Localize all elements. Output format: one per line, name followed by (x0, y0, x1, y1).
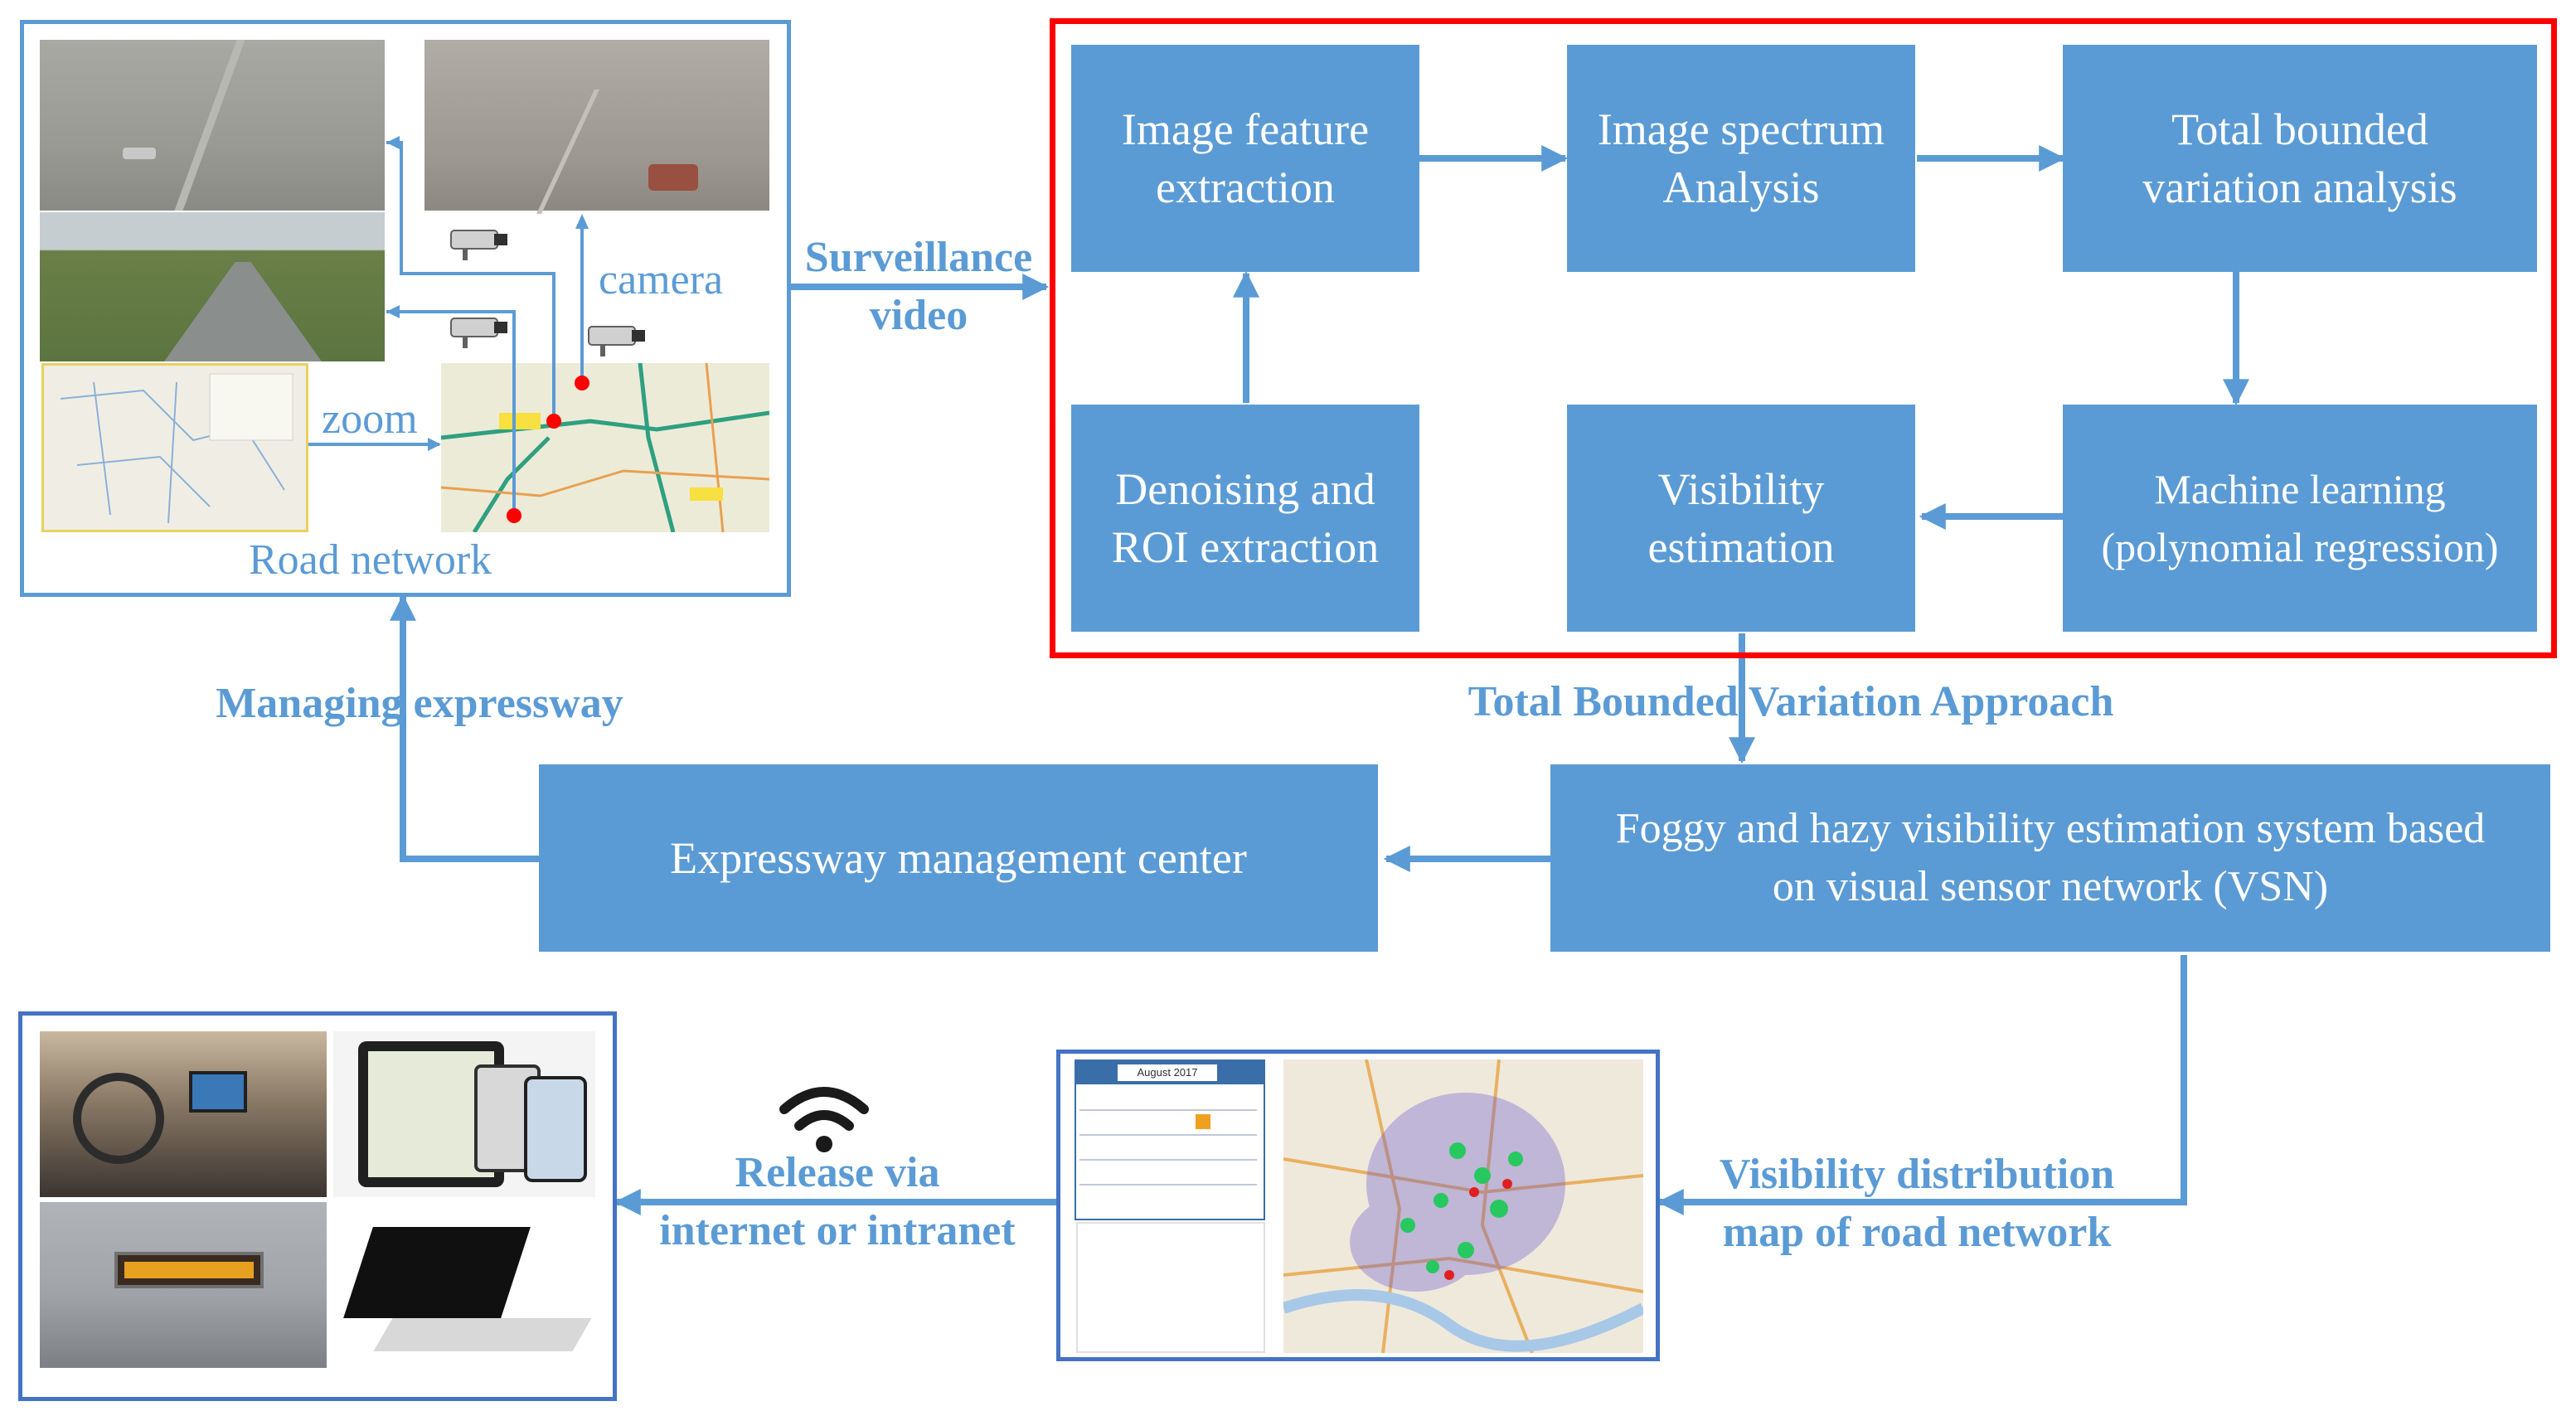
camera-icon (588, 326, 645, 356)
output-devices-panel (18, 1011, 617, 1401)
calendar-widget: August 2017 (1075, 1059, 1265, 1220)
road-sign-image (40, 1202, 327, 1368)
camera-icon (450, 230, 507, 260)
denoising-roi-extraction-box: Denoising and ROI extraction (1071, 405, 1419, 632)
camera-icon (450, 318, 507, 348)
total-bounded-variation-analysis-box: Total bounded variation analysis (2063, 45, 2537, 272)
zoom-label: zoom (322, 395, 418, 443)
province-map-thumbnail (41, 363, 308, 532)
fog-highway-image-1 (40, 40, 385, 211)
camera-marker (546, 414, 561, 429)
car-navigation-image (40, 1031, 327, 1197)
camera-marker (507, 508, 522, 523)
arrow-visibility-distribution (1657, 955, 2187, 1215)
tablet-phone-image (333, 1031, 595, 1197)
vsn-system-box: Foggy and hazy visibility estimation sys… (1550, 764, 2550, 952)
road-network-panel (20, 20, 791, 597)
calendar-month: August 2017 (1118, 1064, 1217, 1081)
arrow-managing-expressway (390, 594, 539, 862)
green-highway-image (40, 212, 385, 361)
tbv-approach-frame (1050, 18, 2557, 658)
managing-expressway-label: Managing expressway (216, 680, 623, 727)
wifi-icon (779, 1087, 869, 1152)
camera-marker (575, 376, 589, 390)
camera-label: camera (599, 256, 724, 303)
surveillance-video-label: Surveillance video (804, 234, 1033, 339)
tbv-approach-label: Total Bounded Variation Approach (1467, 678, 2114, 725)
image-spectrum-analysis-box: Image spectrum Analysis (1567, 45, 1915, 272)
fog-highway-image-2 (424, 40, 769, 214)
management-center-box: Expressway management center (539, 764, 1378, 952)
heatmap-city-map (1281, 1059, 1647, 1354)
zoomed-road-map (440, 362, 770, 534)
release-label: Release via internet or intranet (659, 1149, 1016, 1254)
machine-learning-box: Machine learning (polynomial regression) (2063, 405, 2537, 632)
road-network-caption: Road network (249, 536, 492, 584)
side-list-area (1076, 1222, 1265, 1353)
laptop-image (333, 1202, 595, 1368)
visibility-estimation-box: Visibility estimation (1567, 405, 1915, 632)
visibility-distribution-label: Visibility distribution map of road netw… (1719, 1151, 2115, 1256)
image-feature-extraction-box: Image feature extraction (1071, 45, 1419, 272)
